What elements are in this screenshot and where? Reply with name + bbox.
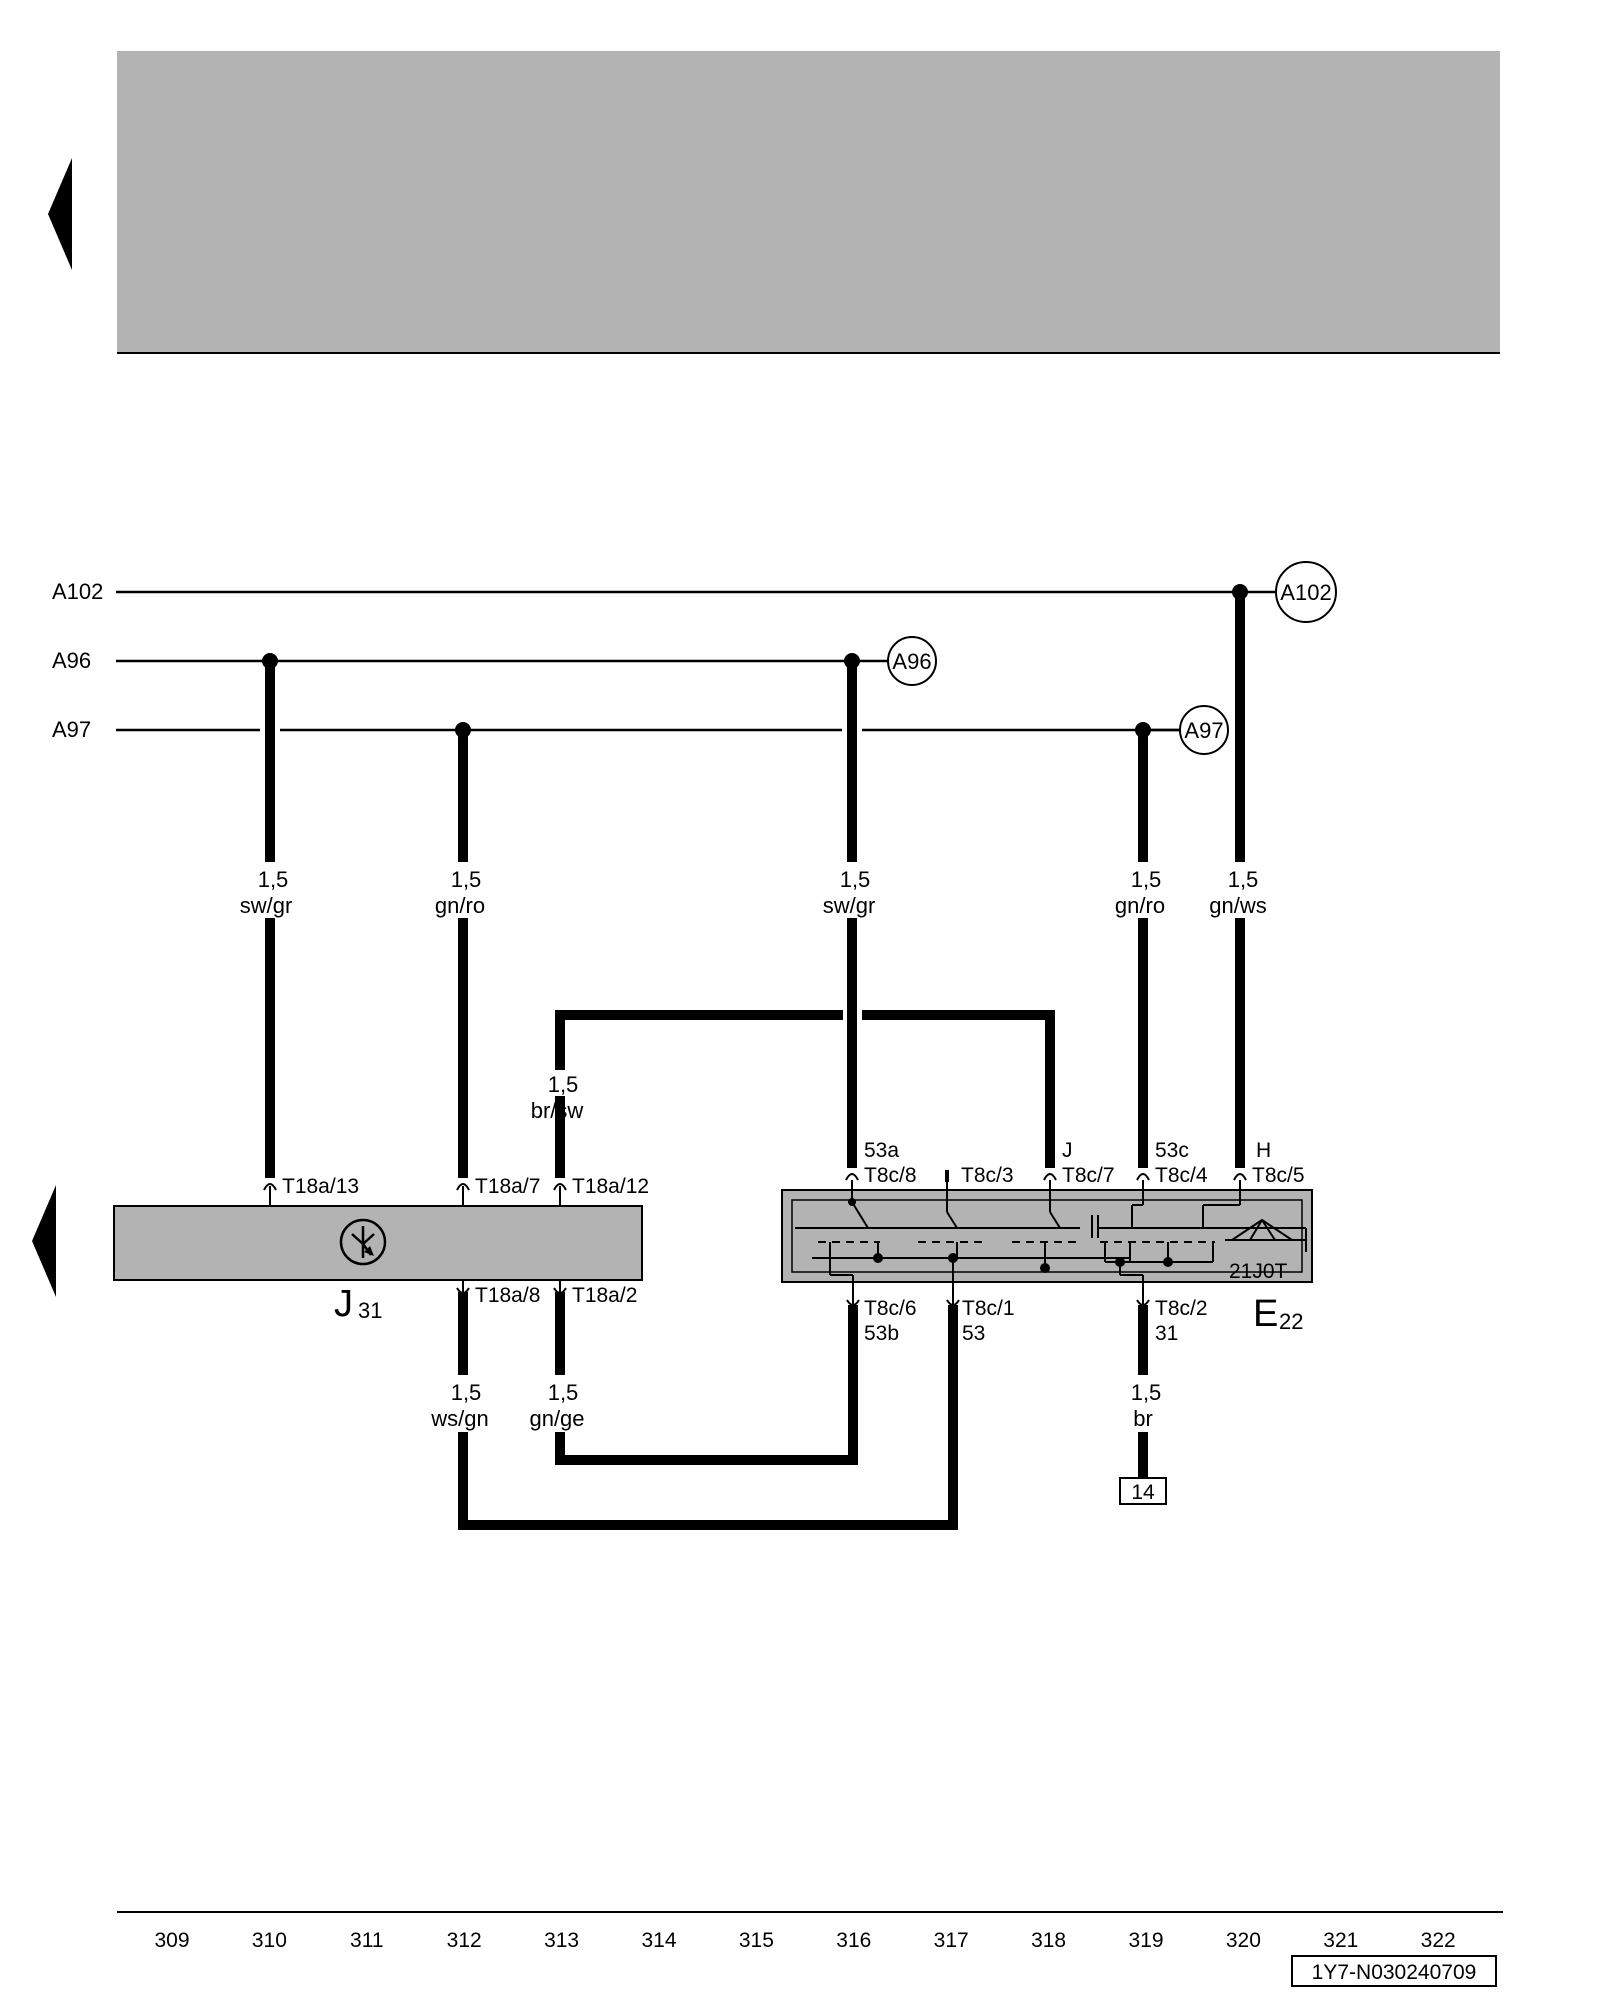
wire-312-color: gn/ro xyxy=(435,893,485,918)
terminal-31: 31 xyxy=(1155,1322,1178,1345)
pin-t18a-7: T18a/7 xyxy=(475,1175,540,1198)
terminal-h: H xyxy=(1256,1139,1271,1162)
j31-index: 31 xyxy=(358,1298,382,1323)
bus-label-a96: A96 xyxy=(52,648,91,673)
pin-arrow-icon xyxy=(263,1183,277,1191)
track-number: 311 xyxy=(350,1929,383,1952)
pin-t18a-13: T18a/13 xyxy=(282,1175,359,1198)
wire-313-right[interactable] xyxy=(862,1010,1055,1168)
ref-label-a96: A96 xyxy=(892,649,931,674)
wire-313-size: 1,5 xyxy=(548,1072,579,1097)
pin-t8c-7: T8c/7 xyxy=(1062,1164,1115,1187)
track-number: 313 xyxy=(544,1929,579,1952)
ref-label-a97: A97 xyxy=(1184,718,1223,743)
wire-313-color: br/sw xyxy=(531,1098,584,1123)
j31-letter: J xyxy=(334,1283,353,1325)
wire-labels: 1,5 sw/gr 1,5 gn/ro 1,5 br/sw 1,5 sw/gr … xyxy=(240,867,1267,1431)
terminal-53b: 53b xyxy=(864,1322,899,1345)
wire-313b-color: gn/ge xyxy=(529,1406,584,1431)
doc-code: 1Y7-N030240709 xyxy=(1312,1961,1477,1984)
pin-t18a-2: T18a/2 xyxy=(572,1284,637,1307)
track-number: 322 xyxy=(1421,1929,1456,1952)
component-e22[interactable]: 21J0T E 22 53a T8c/8 T8c/3 J T8c/7 53c T… xyxy=(781,1139,1313,1345)
track-number: 309 xyxy=(154,1929,189,1952)
wires xyxy=(265,592,1245,1530)
wire-320-color: gn/ws xyxy=(1209,893,1266,918)
track-number: 317 xyxy=(934,1929,969,1952)
component-j31[interactable]: J 31 T18a/13 T18a/7 T18a/12 T18a/8 T18a/… xyxy=(113,1175,649,1325)
pin-arrow-icon xyxy=(1136,1299,1150,1306)
track-number: 321 xyxy=(1323,1929,1358,1952)
pin-arrow-icon xyxy=(1233,1173,1247,1181)
pin-arrow-icon xyxy=(553,1287,567,1294)
track-number: 316 xyxy=(836,1929,871,1952)
bus-lines: A102 A96 A97 A102 A96 A97 xyxy=(52,561,1337,755)
ref-circle-a102[interactable] xyxy=(1275,561,1337,623)
wire-319b-size: 1,5 xyxy=(1131,1380,1162,1405)
pin-arrow-icon xyxy=(1136,1173,1150,1181)
terminal-j: J xyxy=(1062,1139,1073,1162)
wire-310-color: sw/gr xyxy=(240,893,293,918)
pin-t18a-8: T18a/8 xyxy=(475,1284,540,1307)
wire-313-upper[interactable] xyxy=(555,1010,843,1070)
pin-t8c-1: T8c/1 xyxy=(962,1297,1015,1320)
pin-arrow-icon xyxy=(1043,1173,1057,1181)
wire-313b-lower[interactable] xyxy=(555,1305,858,1465)
track-number: 320 xyxy=(1226,1929,1261,1952)
pin-t8c-5: T8c/5 xyxy=(1252,1164,1305,1187)
pin-t8c-8: T8c/8 xyxy=(864,1164,917,1187)
pin-arrow-icon xyxy=(845,1173,859,1181)
track-number: 318 xyxy=(1031,1929,1066,1952)
wire-319-color: gn/ro xyxy=(1115,893,1165,918)
pin-t18a-12: T18a/12 xyxy=(572,1175,649,1198)
wire-316-color: sw/gr xyxy=(823,893,876,918)
e22-letter: E xyxy=(1253,1293,1278,1335)
pin-arrow-icon xyxy=(846,1299,860,1306)
ref-circle-a96[interactable] xyxy=(887,636,937,686)
wire-316-size: 1,5 xyxy=(840,867,871,892)
pin-arrow-icon xyxy=(456,1287,470,1294)
pin-arrow-icon xyxy=(553,1183,567,1191)
track-number: 314 xyxy=(641,1929,676,1952)
e22-index: 22 xyxy=(1279,1309,1303,1334)
prev-section-arrow-icon[interactable] xyxy=(32,1185,56,1297)
terminal-53: 53 xyxy=(962,1322,985,1345)
wire-312b-color: ws/gn xyxy=(430,1406,488,1431)
pin-t8c-3: T8c/3 xyxy=(961,1164,1014,1187)
wire-313b-size: 1,5 xyxy=(548,1380,579,1405)
bus-label-a97: A97 xyxy=(52,717,91,742)
header-band xyxy=(117,51,1500,352)
prev-page-arrow-icon[interactable] xyxy=(48,158,72,270)
relay-symbol-icon xyxy=(339,1218,387,1266)
track-numbers: 309 310 311 312 313 314 315 316 317 318 319 320 321 3… xyxy=(154,1929,1455,1952)
pin-arrow-icon xyxy=(456,1183,470,1191)
track-number: 315 xyxy=(739,1929,774,1952)
track-number: 312 xyxy=(447,1929,482,1952)
ground-ref-label: 14 xyxy=(1131,1481,1155,1504)
wire-320-size: 1,5 xyxy=(1228,867,1259,892)
wire-319b-color: br xyxy=(1133,1406,1153,1431)
pin-t8c-2: T8c/2 xyxy=(1155,1297,1208,1320)
wiper-switch-internals xyxy=(795,1170,1307,1305)
doc-code-box xyxy=(1291,1955,1497,1987)
ref-label-a102: A102 xyxy=(1280,580,1331,605)
ref-circle-a97[interactable] xyxy=(1179,705,1229,755)
pin-t8c-4: T8c/4 xyxy=(1155,1164,1208,1187)
wire-310-size: 1,5 xyxy=(258,867,289,892)
pin-t8c-6: T8c/6 xyxy=(864,1297,917,1320)
wire-312b-lower[interactable] xyxy=(458,1305,958,1530)
e22-code: 21J0T xyxy=(1229,1260,1288,1283)
ground-ref-box[interactable] xyxy=(1119,1477,1167,1505)
terminal-53c: 53c xyxy=(1155,1139,1189,1162)
wire-319-size: 1,5 xyxy=(1131,867,1162,892)
wire-312b-size: 1,5 xyxy=(451,1380,482,1405)
track-number: 310 xyxy=(252,1929,287,1952)
pin-arrow-icon xyxy=(946,1299,960,1306)
bus-label-a102: A102 xyxy=(52,579,103,604)
wire-312-size: 1,5 xyxy=(451,867,482,892)
terminal-53a: 53a xyxy=(864,1139,899,1162)
track-number: 319 xyxy=(1128,1929,1163,1952)
j31-box[interactable] xyxy=(113,1205,643,1281)
